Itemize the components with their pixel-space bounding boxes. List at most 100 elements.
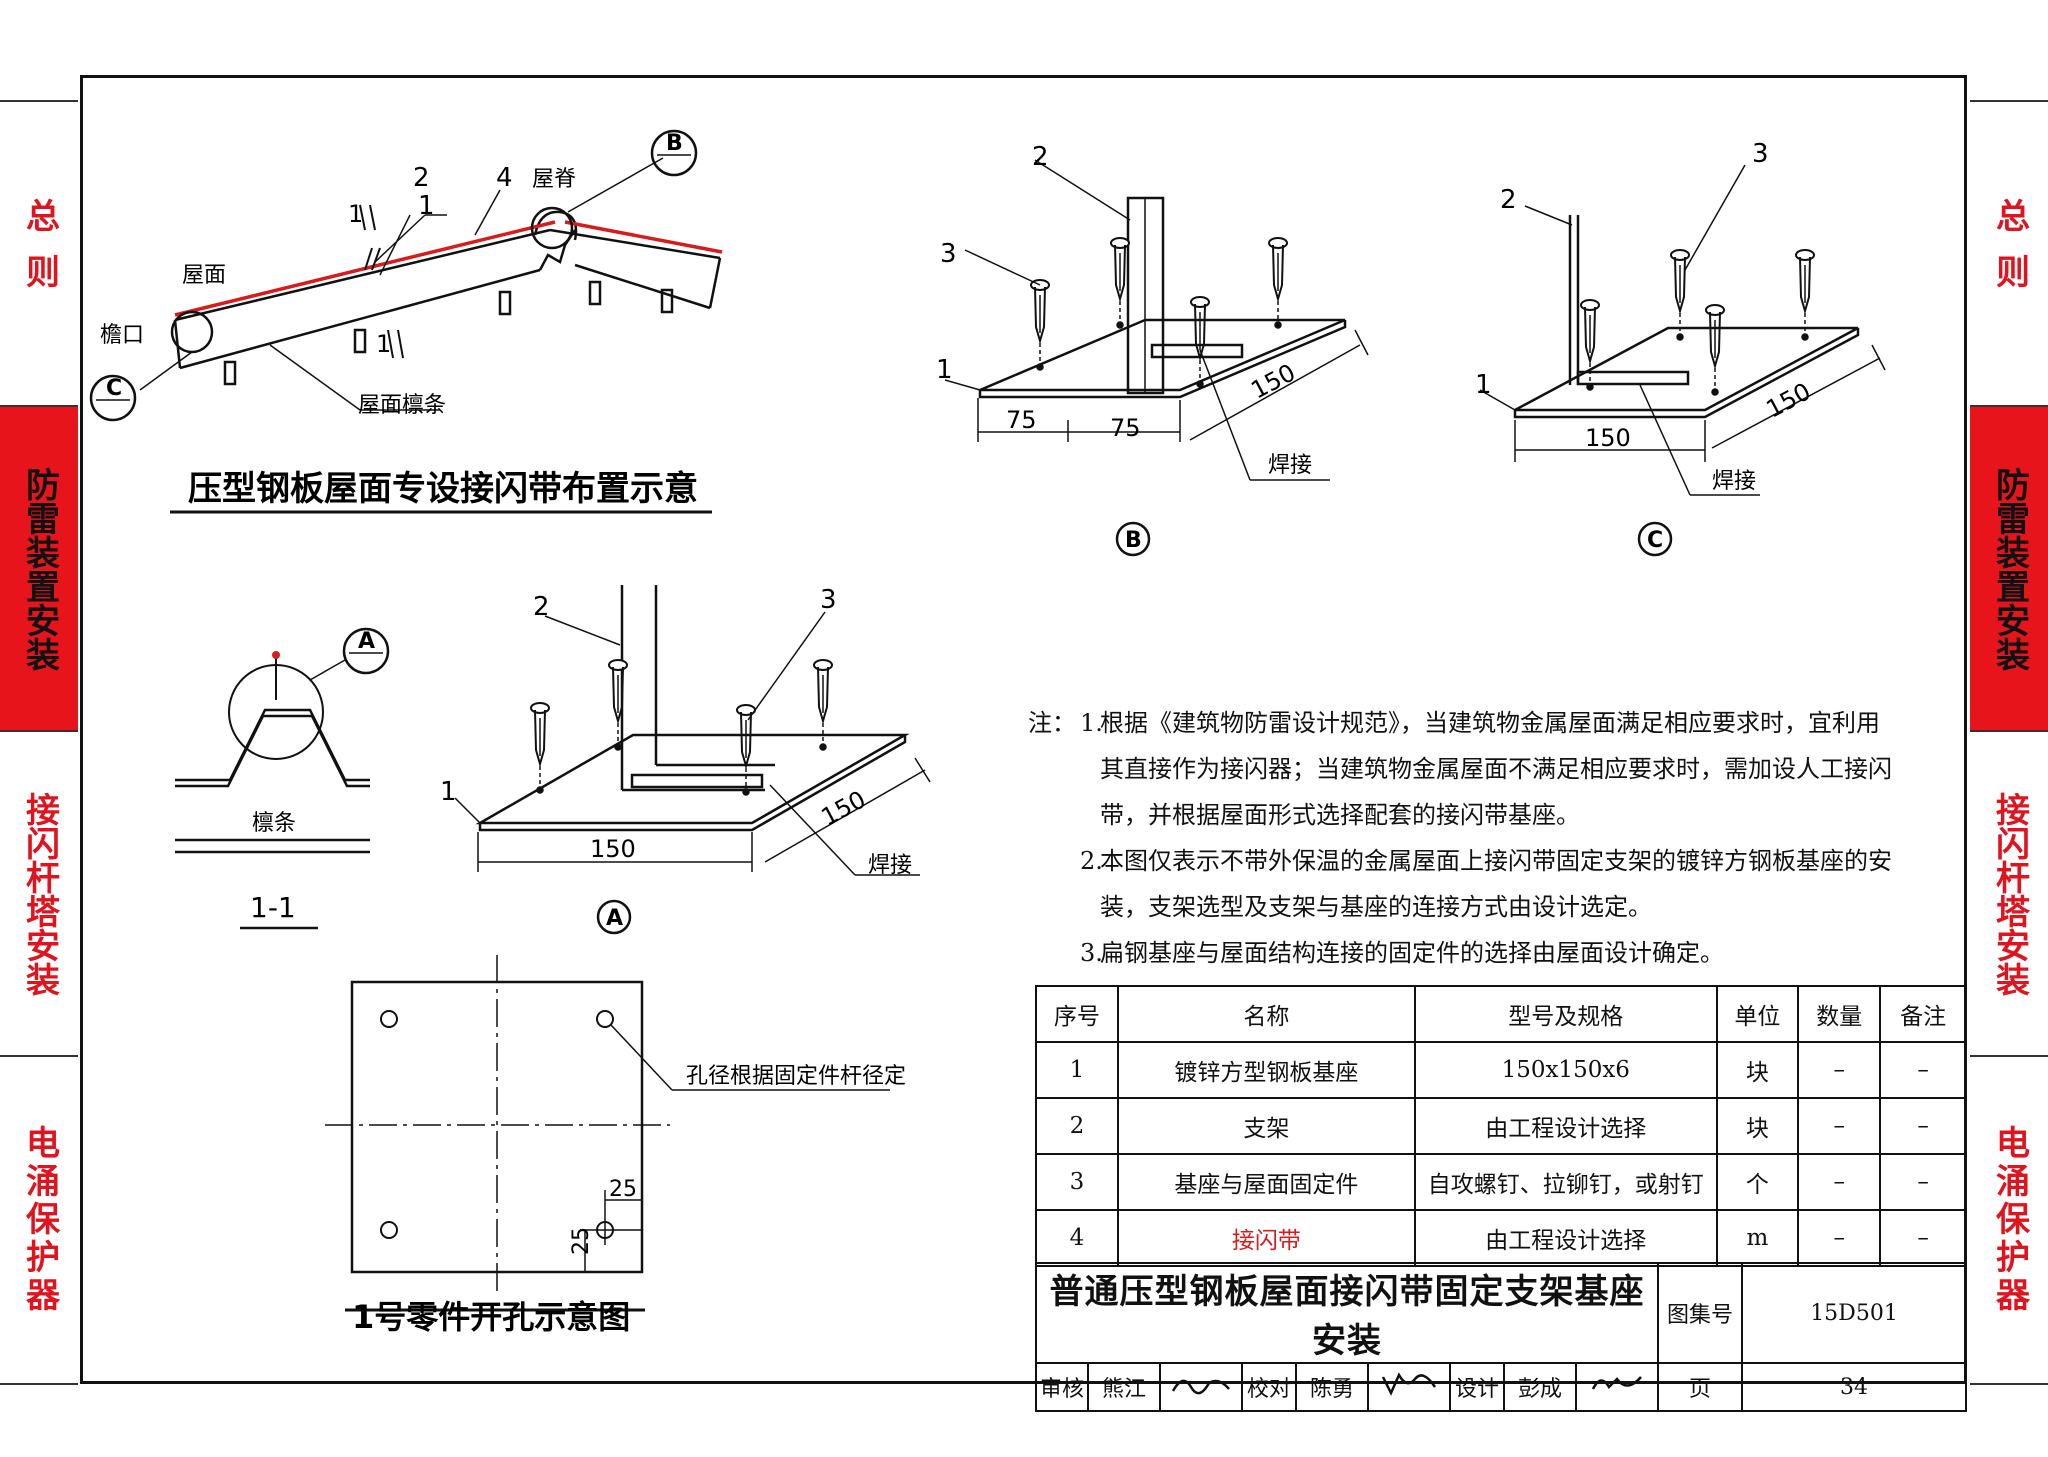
index-tab-label: 接闪杆塔安装 xyxy=(1989,791,2030,996)
c-label-3: 3 xyxy=(1752,139,1769,169)
callout-b: B xyxy=(666,131,683,156)
table-cell: – xyxy=(1879,1041,1967,1099)
table-cell: 1 xyxy=(1035,1041,1119,1099)
table-cell: 接闪带 xyxy=(1116,1209,1417,1267)
parts-table: 序号 名称 型号及规格 单位 数量 备注 1 镀锌方型钢板基座 150x150x… xyxy=(1035,985,1967,1267)
atlas-number: 15D501 xyxy=(1741,1262,1967,1364)
detail-a-figure xyxy=(454,585,931,876)
a-caption-circle xyxy=(596,899,632,935)
table-cell: – xyxy=(1797,1041,1882,1099)
index-tab-label: 接闪杆塔安装 xyxy=(19,791,60,996)
b-caption-circle xyxy=(1115,521,1151,557)
label-section-top: 1 xyxy=(348,200,363,228)
table-cell: 4 xyxy=(1035,1209,1119,1267)
left-index-strip: 总则 防雷装置安装 接闪杆塔安装 电涌保护器 xyxy=(0,0,78,1457)
index-tab-general[interactable]: 总则 xyxy=(0,100,78,405)
label-purlin: 屋面檩条 xyxy=(358,393,446,418)
label-part-2: 2 xyxy=(413,163,430,193)
detail-c-figure xyxy=(1479,164,1886,496)
b-dim-75-a: 75 xyxy=(1006,406,1037,434)
table-cell: 2 xyxy=(1035,1097,1119,1155)
table-cell: – xyxy=(1879,1097,1967,1155)
header-cell: 备注 xyxy=(1879,985,1967,1043)
b-dim-75-b: 75 xyxy=(1110,414,1141,442)
label-ridge: 屋脊 xyxy=(532,167,576,192)
index-tab-label: 电涌保护器 xyxy=(1989,1125,2030,1315)
plate-hole-figure xyxy=(325,955,890,1312)
reviewer-name: 熊江 xyxy=(1087,1362,1161,1412)
b-label-1: 1 xyxy=(936,355,953,385)
table-cell: 150x150x6 xyxy=(1414,1041,1718,1099)
section-conductor-dot xyxy=(272,651,280,659)
table-cell: 支架 xyxy=(1116,1097,1417,1155)
b-caption: B xyxy=(1125,528,1142,553)
header-cell: 单位 xyxy=(1715,985,1800,1043)
section-title: 1-1 xyxy=(250,891,296,924)
b-label-2: 2 xyxy=(1032,142,1049,172)
index-tab-surge[interactable]: 电涌保护器 xyxy=(1970,1055,2048,1385)
signature-icon xyxy=(1171,1379,1230,1395)
label-eave: 檐口 xyxy=(100,323,144,348)
index-tab-rod-tower[interactable]: 接闪杆塔安装 xyxy=(0,730,78,1055)
header-cell: 名称 xyxy=(1116,985,1417,1043)
plate-dim-h: 25 xyxy=(609,1177,637,1202)
table-cell: 块 xyxy=(1715,1041,1800,1099)
note-item-1: 注： 1. 根据《建筑物防雷设计规范》，当建筑物金属屋面满足相应要求时，宜利用 xyxy=(1028,700,1928,746)
signature-icon xyxy=(1591,1376,1642,1390)
checker-name: 陈勇 xyxy=(1295,1362,1369,1412)
checker-signature xyxy=(1367,1362,1451,1412)
c-caption-circle xyxy=(1637,521,1673,557)
plate-hole-note: 孔径根据固定件杆径定 xyxy=(686,1064,906,1089)
index-tab-label: 电涌保护器 xyxy=(19,1125,60,1315)
label-section-bottom: 1 xyxy=(376,330,391,358)
a-weld-label: 焊接 xyxy=(868,853,912,878)
notes-lead: 注： xyxy=(1028,709,1076,737)
table-cell: 块 xyxy=(1715,1097,1800,1155)
table-row: 2 支架 由工程设计选择 块 – – xyxy=(1035,1097,1967,1155)
header-cell: 型号及规格 xyxy=(1414,985,1718,1043)
notes-block: 注： 1. 根据《建筑物防雷设计规范》，当建筑物金属屋面满足相应要求时，宜利用 … xyxy=(1028,700,1928,976)
a-label-2: 2 xyxy=(533,592,550,622)
b-label-3: 3 xyxy=(940,239,957,269)
table-cell: 由工程设计选择 xyxy=(1414,1209,1718,1267)
a-dim-150-a: 150 xyxy=(590,835,636,863)
index-tab-general[interactable]: 总则 xyxy=(1970,100,2048,405)
page-label: 页 xyxy=(1657,1362,1743,1412)
c-label-1: 1 xyxy=(1475,370,1492,400)
atlas-label: 图集号 xyxy=(1657,1262,1743,1364)
index-tab-lightning[interactable]: 防雷装置安装 xyxy=(1970,405,2048,730)
drawing-frame xyxy=(80,75,1967,1384)
c-dim-150-a: 150 xyxy=(1585,424,1631,452)
label-roof-surface: 屋面 xyxy=(182,263,226,288)
plate-figure-title: 1号零件开孔示意图 xyxy=(352,1298,630,1336)
index-tab-surge[interactable]: 电涌保护器 xyxy=(0,1055,78,1385)
index-tab-rod-tower[interactable]: 接闪杆塔安装 xyxy=(1970,730,2048,1055)
signature-icon xyxy=(1381,1372,1437,1396)
a-dim-150-b: 150 xyxy=(817,785,871,831)
section-callout-a: A xyxy=(358,629,375,654)
table-cell: 个 xyxy=(1715,1153,1800,1211)
label-part-1: 1 xyxy=(418,191,435,221)
table-cell: m xyxy=(1715,1209,1800,1267)
note-line: 扁钢基座与屋面结构连接的固定件的选择由屋面设计确定。 xyxy=(1100,939,1724,967)
design-label: 设计 xyxy=(1449,1362,1505,1412)
table-row: 1 镀锌方型钢板基座 150x150x6 块 – – xyxy=(1035,1041,1967,1099)
detail-b-figure xyxy=(944,159,1369,481)
page-number: 34 xyxy=(1741,1362,1967,1412)
index-tab-lightning[interactable]: 防雷装置安装 xyxy=(0,405,78,730)
c-weld-label: 焊接 xyxy=(1712,469,1756,494)
index-tab-label: 总则 xyxy=(19,197,60,310)
parts-table-header: 序号 名称 型号及规格 单位 数量 备注 xyxy=(1035,985,1967,1043)
table-row: 4 接闪带 由工程设计选择 m – – xyxy=(1035,1209,1967,1267)
table-cell: – xyxy=(1879,1153,1967,1211)
title-block: 普通压型钢板屋面接闪带固定支架基座安装 图集号 15D501 审核 熊江 校对 … xyxy=(1035,1262,1967,1412)
designer-name: 彭成 xyxy=(1503,1362,1577,1412)
header-cell: 数量 xyxy=(1797,985,1882,1043)
roof-figure-title: 压型钢板屋面专设接闪带布置示意 xyxy=(188,469,698,509)
table-cell: 镀锌方型钢板基座 xyxy=(1116,1041,1417,1099)
note-line: 其直接作为接闪器；当建筑物金属屋面不满足相应要求时，需加设人工接闪 xyxy=(1100,755,1892,783)
note-item-2: 2. 本图仅表示不带外保温的金属屋面上接闪带固定支架的镀锌方钢板基座的安 xyxy=(1028,838,1928,884)
index-tab-label: 防雷装置安装 xyxy=(1989,466,2030,671)
callout-c: C xyxy=(106,376,122,401)
